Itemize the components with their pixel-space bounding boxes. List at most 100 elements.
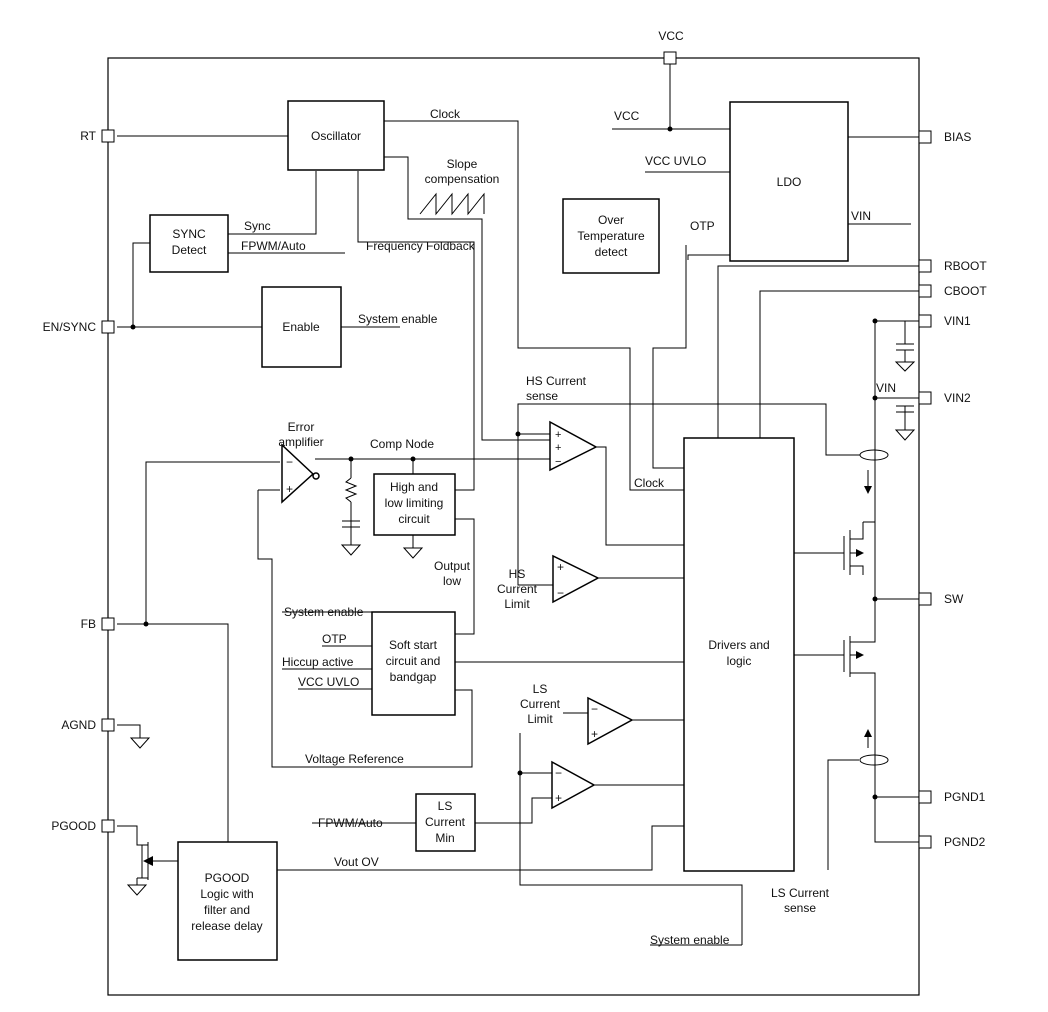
- ic-outline: [107, 57, 920, 996]
- sync-detect-block: SYNC Detect: [149, 214, 229, 273]
- error-amplifier: − +: [281, 443, 320, 504]
- oscillator-block: Oscillator: [287, 100, 385, 171]
- pin-sw: SW: [918, 592, 964, 606]
- svg-text:PGND2: PGND2: [944, 835, 986, 849]
- svg-text:Drivers and: Drivers and: [708, 638, 769, 652]
- pin-en-sync: EN/SYNC: [43, 320, 115, 334]
- clock-label: Clock: [430, 107, 461, 121]
- ss-otp-label: OTP: [322, 632, 347, 646]
- ls-limit-label-3: Limit: [527, 712, 553, 726]
- pin-vcc: VCC: [658, 29, 684, 65]
- svg-text:circuit: circuit: [398, 512, 430, 526]
- svg-text:+: +: [591, 727, 598, 741]
- pin-pgnd2: PGND2: [918, 835, 986, 849]
- svg-text:LDO: LDO: [777, 175, 802, 189]
- frequency-foldback-label: Frequency Foldback: [366, 239, 476, 253]
- analog-symbols: [126, 192, 916, 896]
- svg-text:PGOOD: PGOOD: [205, 871, 250, 885]
- svg-text:bandgap: bandgap: [390, 670, 437, 684]
- wires: [117, 63, 919, 946]
- pin-bias: BIAS: [918, 130, 971, 144]
- pgood-logic-block: PGOOD Logic with filter and release dela…: [177, 841, 278, 961]
- svg-text:low limiting: low limiting: [385, 496, 444, 510]
- ss-system-enable-label: System enable: [284, 605, 364, 619]
- fpwm-auto-label-2: FPWM/Auto: [318, 816, 383, 830]
- vin-label: VIN: [851, 209, 871, 223]
- pin-cboot: CBOOT: [918, 284, 987, 298]
- svg-text:filter and: filter and: [204, 903, 250, 917]
- mosfet-high-side: [843, 522, 864, 575]
- clock-label-2: Clock: [634, 476, 665, 490]
- fpwm-auto-label: FPWM/Auto: [241, 239, 306, 253]
- pin-vin2: VIN2: [918, 391, 971, 405]
- svg-text:−: −: [557, 586, 564, 600]
- hs-current-limit-comparator: + −: [552, 554, 600, 604]
- svg-text:RBOOT: RBOOT: [944, 259, 987, 273]
- svg-text:BIAS: BIAS: [944, 130, 971, 144]
- svg-text:logic: logic: [727, 654, 752, 668]
- ls-limit-label-1: LS: [533, 682, 548, 696]
- output-low-label-1: Output: [434, 559, 471, 573]
- slope-sawtooth: [419, 192, 485, 216]
- svg-text:release delay: release delay: [191, 919, 262, 933]
- slope-label-2: compensation: [425, 172, 500, 186]
- error-amp-label-1: Error: [288, 420, 315, 434]
- vin2-capacitor: [894, 405, 916, 441]
- svg-text:EN/SYNC: EN/SYNC: [43, 320, 97, 334]
- error-amp-minus: −: [286, 455, 293, 469]
- error-amp-plus: +: [286, 482, 293, 496]
- ground-icon: [129, 737, 151, 749]
- hs-sense-label-1: HS Current: [526, 374, 587, 388]
- ground-icon: [402, 547, 424, 559]
- svg-text:High and: High and: [390, 480, 438, 494]
- svg-text:PGOOD: PGOOD: [51, 819, 96, 833]
- ss-vcc-uvlo-label: VCC UVLO: [298, 675, 359, 689]
- ls-sense-loop: [859, 754, 889, 766]
- svg-text:Detect: Detect: [172, 243, 207, 257]
- ground-icon: [126, 884, 148, 896]
- ls-current-comparator: − +: [551, 760, 596, 810]
- up-arrow-icon: [864, 729, 872, 737]
- pin-vin1: VIN1: [918, 314, 971, 328]
- system-enable-label: System enable: [358, 312, 438, 326]
- vcc-uvlo-label: VCC UVLO: [645, 154, 706, 168]
- signal-labels: VCC Clock Slope compensation Sync FPWM/A…: [241, 107, 896, 947]
- svg-text:Soft start: Soft start: [389, 638, 438, 652]
- vcc-internal-label: VCC: [614, 109, 640, 123]
- hs-sense-label-2: sense: [526, 389, 558, 403]
- hs-sense-loop: [859, 449, 889, 461]
- svg-text:detect: detect: [595, 245, 628, 259]
- svg-text:CBOOT: CBOOT: [944, 284, 987, 298]
- system-enable-label-2: System enable: [650, 933, 730, 947]
- svg-text:+: +: [555, 429, 561, 441]
- comp-resistor: [344, 477, 358, 503]
- svg-text:Min: Min: [435, 831, 454, 845]
- ldo-block: LDO: [729, 101, 849, 262]
- voltage-reference-label: Voltage Reference: [305, 752, 404, 766]
- svg-text:Current: Current: [425, 815, 466, 829]
- pin-rt: RT: [80, 129, 115, 143]
- enable-block: Enable: [261, 286, 342, 368]
- svg-text:SYNC: SYNC: [172, 227, 206, 241]
- svg-text:SW: SW: [944, 592, 964, 606]
- svg-text:VIN1: VIN1: [944, 314, 971, 328]
- hs-current-comparator: + + −: [549, 420, 598, 472]
- junction-dots: [130, 126, 878, 800]
- down-arrow-icon: [864, 486, 872, 494]
- hs-limit-label-2: Current: [497, 582, 538, 596]
- svg-text:circuit and: circuit and: [386, 654, 441, 668]
- drivers-logic-block: Drivers and logic: [683, 437, 795, 872]
- hs-limit-label-3: Limit: [504, 597, 530, 611]
- mosfet-low-side: [843, 636, 864, 677]
- mosfet-pgood: [137, 842, 153, 880]
- svg-text:Temperature: Temperature: [577, 229, 645, 243]
- svg-text:+: +: [555, 791, 562, 805]
- svg-text:−: −: [591, 702, 598, 716]
- pin-pgood: PGOOD: [51, 819, 115, 833]
- sync-label: Sync: [244, 219, 271, 233]
- svg-text:Logic with: Logic with: [200, 887, 253, 901]
- pin-pgnd1: PGND1: [918, 790, 986, 804]
- ls-limit-label-2: Current: [520, 697, 561, 711]
- svg-text:Enable: Enable: [282, 320, 320, 334]
